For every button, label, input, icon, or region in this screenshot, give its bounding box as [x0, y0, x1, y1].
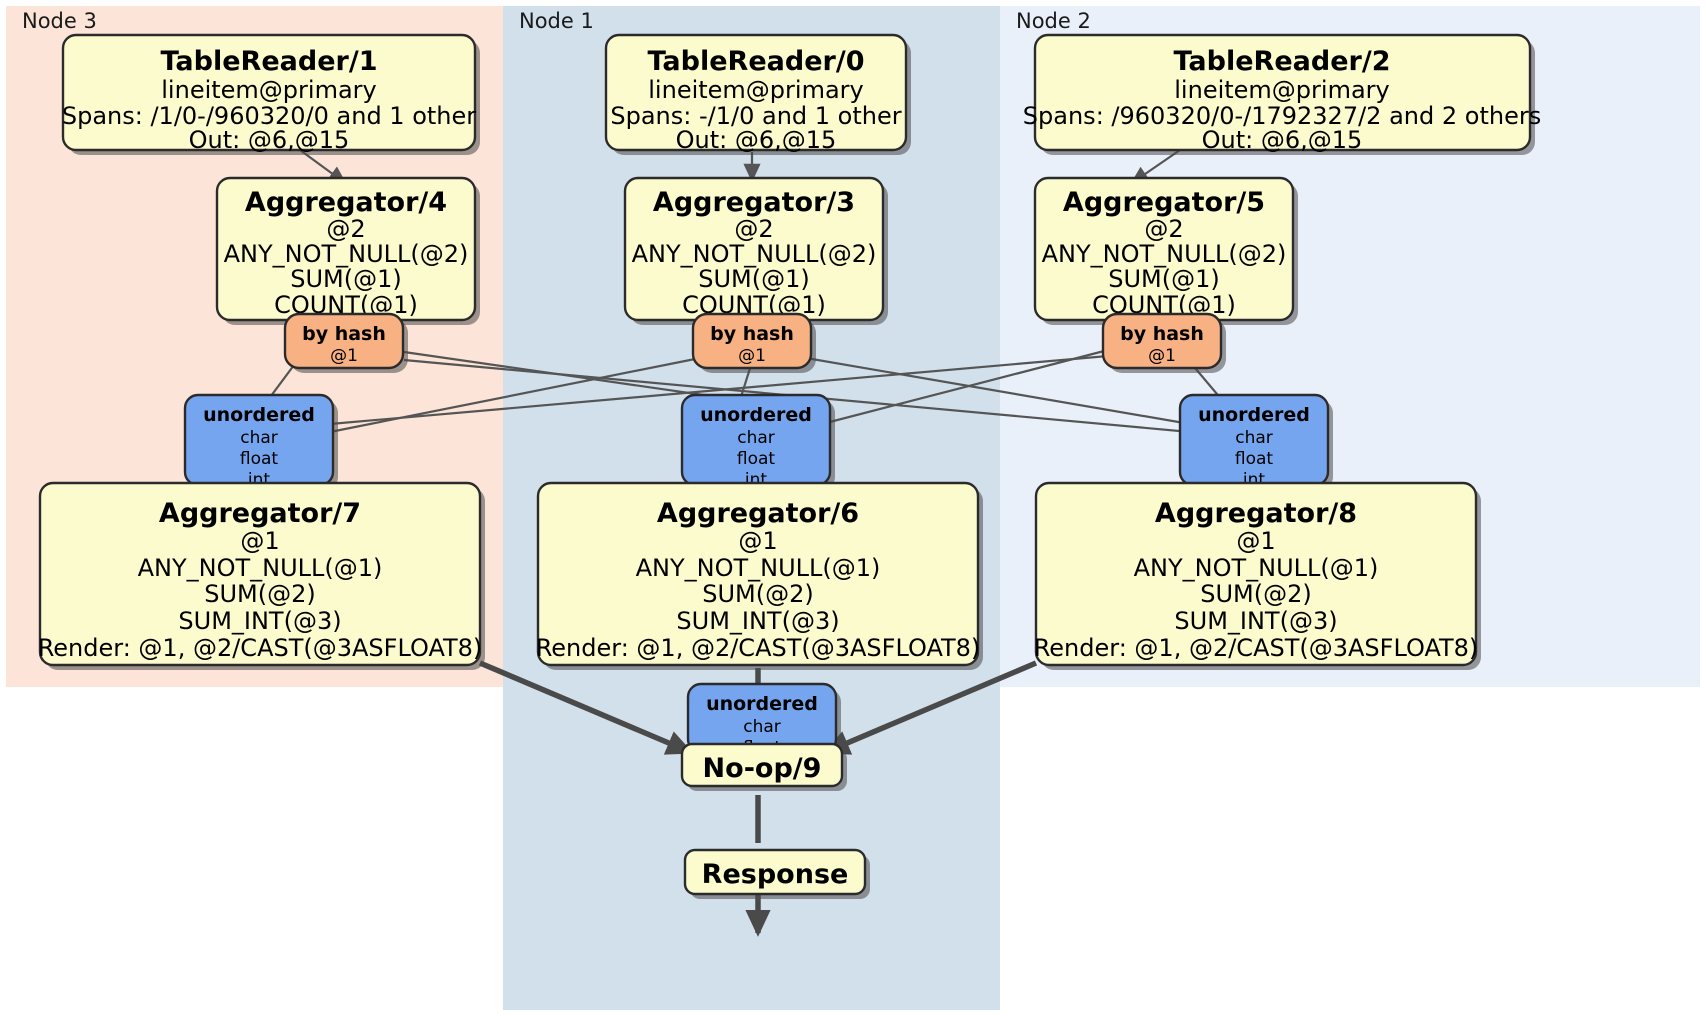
unordered7-title: unordered — [203, 404, 315, 426]
aggregator8-line-1: ANY_NOT_NULL(@1) — [1134, 554, 1379, 582]
byhash3-box[interactable] — [691, 312, 813, 370]
aggregator6-line-2: SUM(@2) — [702, 580, 814, 608]
aggregator6-line-4: Render: @1, @2/CAST(@3ASFLOAT8) — [536, 634, 981, 662]
tablereader1-line-2: Out: @6,@15 — [189, 126, 350, 154]
unordered6-title: unordered — [700, 404, 812, 426]
aggregator5-line-2: SUM(@1) — [1108, 265, 1220, 293]
panel-node1-label: Node 1 — [519, 9, 594, 33]
aggregator8-title: Aggregator/8 — [1155, 498, 1357, 529]
edge-aggregator8-to-unordered9 — [822, 660, 1038, 755]
aggregator6-line-1: ANY_NOT_NULL(@1) — [636, 554, 881, 582]
node-aggregator8[interactable]: Aggregator/8 @1 ANY_NOT_NULL(@1) SUM(@2)… — [1034, 481, 1481, 670]
aggregator7-line-0: @1 — [240, 527, 279, 555]
aggregator5-line-1: ANY_NOT_NULL(@2) — [1042, 240, 1287, 268]
byhash4-box[interactable] — [283, 312, 405, 370]
aggregator8-line-2: SUM(@2) — [1200, 580, 1312, 608]
tablereader2-box[interactable] — [1033, 33, 1532, 152]
node-tablereader2[interactable]: TableReader/2 lineitem@primary Spans: /9… — [1023, 33, 1541, 155]
node-aggregator6[interactable]: Aggregator/6 @1 ANY_NOT_NULL(@1) SUM(@2)… — [536, 481, 983, 670]
unordered8-title: unordered — [1198, 404, 1310, 426]
aggregator6-title: Aggregator/6 — [657, 498, 859, 529]
edge-byhash5-to-unordered6 — [821, 348, 1109, 426]
edge-aggregator7-to-unordered9 — [478, 660, 694, 755]
unordered7-line-0: char — [240, 428, 278, 448]
byhash5-title: by hash — [1120, 323, 1204, 345]
aggregator3-line-1: ANY_NOT_NULL(@2) — [632, 240, 877, 268]
aggregator7-line-1: ANY_NOT_NULL(@1) — [138, 554, 383, 582]
node-aggregator5[interactable]: Aggregator/5 @2 ANY_NOT_NULL(@2) SUM(@1)… — [1033, 176, 1298, 325]
edge-byhash5-to-unordered7 — [329, 354, 1109, 426]
tablereader1-line-0: lineitem@primary — [161, 76, 376, 104]
edge-byhash3-to-unordered8 — [805, 356, 1191, 426]
aggregator7-line-3: SUM_INT(@3) — [178, 607, 341, 635]
node-response[interactable]: Response — [683, 848, 870, 899]
panel-node3-label: Node 3 — [22, 9, 97, 33]
aggregator7-line-4: Render: @1, @2/CAST(@3ASFLOAT8) — [38, 634, 483, 662]
aggregator8-line-3: SUM_INT(@3) — [1174, 607, 1337, 635]
unordered6-line-1: float — [737, 449, 776, 469]
noop9-box[interactable] — [680, 742, 844, 788]
unordered9-line-0: char — [743, 717, 781, 737]
aggregator6-box[interactable] — [536, 481, 980, 667]
tablereader0-line-0: lineitem@primary — [648, 76, 863, 104]
node-noop9[interactable]: No-op/9 — [680, 742, 847, 791]
response-box[interactable] — [683, 848, 867, 896]
aggregator8-line-0: @1 — [1236, 527, 1275, 555]
aggregator4-line-2: SUM(@1) — [290, 265, 402, 293]
tablereader0-line-1: Spans: -/1/0 and 1 other — [610, 102, 901, 130]
node-aggregator3[interactable]: Aggregator/3 @2 ANY_NOT_NULL(@2) SUM(@1)… — [623, 176, 888, 325]
unordered6-line-0: char — [737, 428, 775, 448]
tablereader0-title: TableReader/0 — [648, 46, 865, 77]
aggregator7-line-2: SUM(@2) — [204, 580, 316, 608]
byhash3-title: by hash — [710, 323, 794, 345]
unordered7-line-1: float — [240, 449, 279, 469]
byhash3-line-0: @1 — [738, 346, 766, 366]
aggregator7-box[interactable] — [38, 481, 482, 667]
node-tablereader1[interactable]: TableReader/1 lineitem@primary Spans: /1… — [61, 33, 480, 155]
node-aggregator4[interactable]: Aggregator/4 @2 ANY_NOT_NULL(@2) SUM(@1)… — [215, 176, 480, 325]
aggregator8-box[interactable] — [1034, 481, 1478, 667]
tablereader2-line-0: lineitem@primary — [1174, 76, 1389, 104]
byhash5-box[interactable] — [1101, 312, 1223, 370]
tablereader2-title: TableReader/2 — [1174, 46, 1391, 77]
tablereader1-box[interactable] — [61, 33, 477, 152]
byhash4-title: by hash — [302, 323, 386, 345]
aggregator4-line-0: @2 — [326, 215, 365, 243]
aggregator3-line-2: SUM(@1) — [698, 265, 810, 293]
response-title: Response — [702, 859, 849, 890]
aggregator5-line-0: @2 — [1144, 215, 1183, 243]
node-aggregator7[interactable]: Aggregator/7 @1 ANY_NOT_NULL(@1) SUM(@2)… — [38, 481, 485, 670]
panel-node2-label: Node 2 — [1016, 9, 1091, 33]
tablereader2-line-2: Out: @6,@15 — [1202, 126, 1363, 154]
aggregator6-line-0: @1 — [738, 527, 777, 555]
tablereader2-line-1: Spans: /960320/0-/1792327/2 and 2 others — [1023, 102, 1541, 130]
aggregator7-title: Aggregator/7 — [159, 498, 361, 529]
unordered8-line-1: float — [1235, 449, 1274, 469]
aggregator6-line-3: SUM_INT(@3) — [676, 607, 839, 635]
unordered8-line-0: char — [1235, 428, 1273, 448]
byhash4-line-0: @1 — [330, 346, 358, 366]
node-byhash5[interactable]: by hash @1 — [1101, 312, 1226, 373]
tablereader1-title: TableReader/1 — [161, 46, 378, 77]
unordered9-title: unordered — [706, 693, 818, 715]
aggregator3-line-0: @2 — [734, 215, 773, 243]
node-unordered8[interactable]: unordered char float int — [1178, 393, 1333, 490]
tablereader0-line-2: Out: @6,@15 — [676, 126, 837, 154]
node-tablereader0[interactable]: TableReader/0 lineitem@primary Spans: -/… — [604, 33, 911, 155]
aggregator5-title: Aggregator/5 — [1063, 187, 1265, 218]
byhash5-line-0: @1 — [1148, 346, 1176, 366]
tablereader0-box[interactable] — [604, 33, 908, 152]
node-byhash3[interactable]: by hash @1 — [691, 312, 816, 373]
edge-layer-under — [267, 149, 1223, 434]
noop9-title: No-op/9 — [703, 753, 822, 784]
aggregator8-line-4: Render: @1, @2/CAST(@3ASFLOAT8) — [1034, 634, 1479, 662]
node-unordered6[interactable]: unordered char float int — [680, 393, 835, 490]
node-unordered7[interactable]: unordered char float int — [183, 393, 338, 490]
node-byhash4[interactable]: by hash @1 — [283, 312, 408, 373]
aggregator4-title: Aggregator/4 — [245, 187, 447, 218]
aggregator4-line-1: ANY_NOT_NULL(@2) — [224, 240, 469, 268]
aggregator3-title: Aggregator/3 — [653, 187, 855, 218]
tablereader1-line-1: Spans: /1/0-/960320/0 and 1 other — [62, 102, 476, 130]
